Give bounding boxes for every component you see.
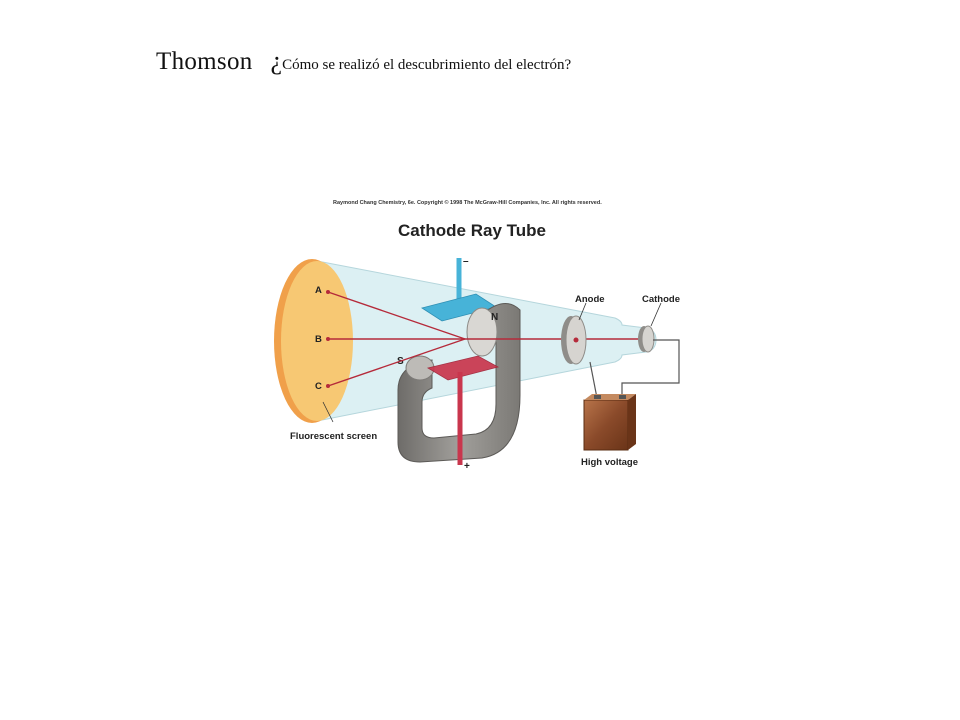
- title-question-text: Cómo se realizó el descubrimiento del el…: [282, 57, 572, 73]
- battery-terminal-right: [619, 395, 626, 399]
- figure-title: Cathode Ray Tube: [398, 221, 546, 240]
- anode-leader: [578, 302, 587, 321]
- cathode-ray-tube-diagram: Raymond Chang Chemistry, 6e. Copyright ©…: [274, 199, 680, 472]
- cathode-leader: [650, 302, 662, 327]
- screen-leader: [322, 401, 334, 423]
- beam-to-a: [327, 291, 466, 340]
- electron-beams: [327, 291, 645, 387]
- positive-plate: [426, 355, 500, 381]
- magnet-north-pole: [466, 307, 498, 357]
- cathode-disc: [641, 325, 655, 353]
- beam-point-a: [326, 290, 330, 294]
- anode-wire: [589, 361, 598, 399]
- battery-side: [628, 394, 636, 450]
- anode-label: Anode: [575, 294, 605, 305]
- voltage-label: High voltage: [581, 457, 638, 468]
- cathode-label: Cathode: [642, 294, 680, 305]
- cathode: [638, 325, 655, 353]
- beam-point-c: [326, 384, 330, 388]
- battery-top: [584, 394, 636, 400]
- battery-body: [583, 399, 629, 451]
- fluorescent-screen: [281, 261, 353, 421]
- battery-terminal-left: [594, 395, 601, 399]
- title-question-mark: ¿: [270, 46, 283, 75]
- slide-title: Thomson ¿Cómo se realizó el descubrimient…: [156, 46, 571, 76]
- cathode-ray-tube-figure: Raymond Chang Chemistry, 6e. Copyright ©…: [270, 190, 700, 480]
- screen-label: Fluorescent screen: [290, 431, 377, 442]
- beam-point-b: [326, 337, 330, 341]
- minus-sign: –: [463, 256, 469, 267]
- figure-credit: Raymond Chang Chemistry, 6e. Copyright ©…: [333, 199, 602, 206]
- plus-sign: +: [464, 461, 470, 472]
- title-name: Thomson: [156, 48, 253, 75]
- anode-hole: [573, 337, 579, 343]
- label-a: A: [315, 285, 322, 296]
- anode: [561, 315, 587, 365]
- label-c: C: [315, 381, 322, 392]
- beam-to-c: [327, 338, 466, 387]
- label-b: B: [315, 334, 322, 345]
- high-voltage-battery: [583, 394, 636, 451]
- cathode-wire: [621, 339, 680, 398]
- north-label: N: [491, 312, 498, 323]
